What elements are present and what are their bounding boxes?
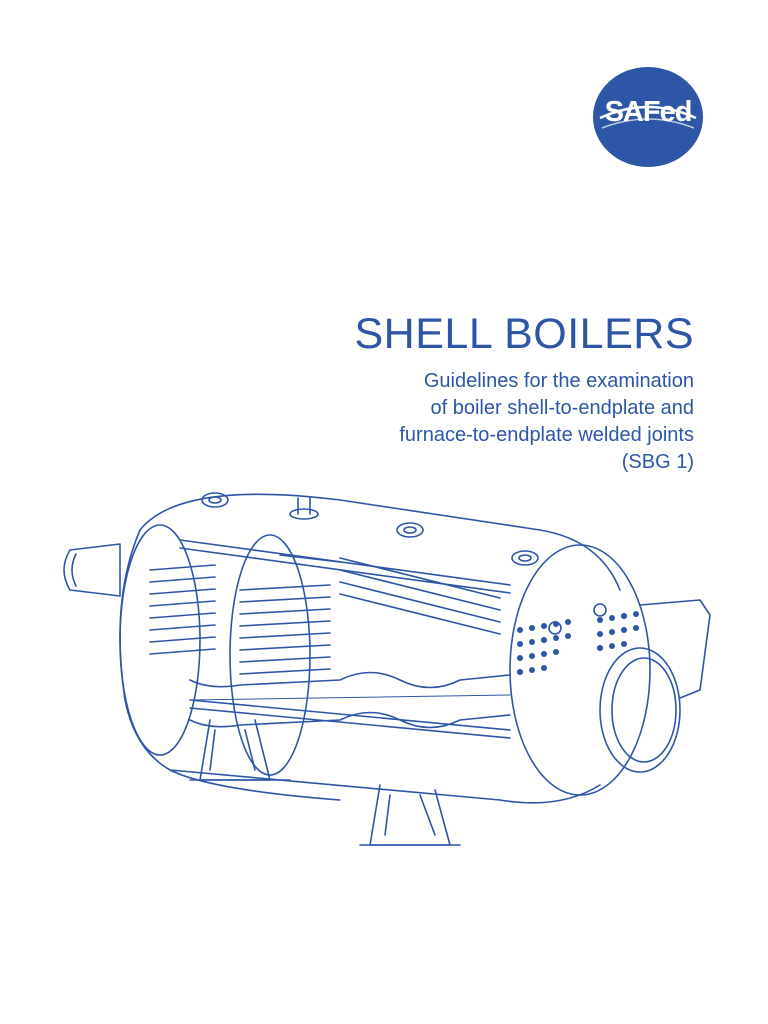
top-nozzles — [201, 492, 539, 566]
rear-endplate — [119, 524, 201, 756]
subtitle-line: furnace-to-endplate welded joints — [399, 424, 694, 446]
document-subtitle: Guidelines for the examination of boiler… — [274, 368, 694, 476]
document-title: SHELL BOILERS — [354, 310, 694, 358]
furnace-opening — [599, 647, 681, 773]
support-saddles — [189, 719, 461, 846]
subtitle-line: of boiler shell-to-endplate and — [430, 397, 694, 419]
stay-rod — [179, 539, 511, 586]
safed-logo: SAFed — [592, 66, 704, 168]
bolt — [593, 603, 607, 617]
subtitle-line: (SBG 1) — [621, 451, 694, 473]
safed-logo-mark — [593, 67, 703, 167]
shell-top — [139, 493, 541, 531]
safed-logo-text: SAFed — [604, 96, 693, 128]
intermediate-ring — [229, 534, 311, 776]
rear-tubes — [149, 564, 216, 655]
rear-housing — [63, 543, 121, 597]
tube-holes — [517, 611, 639, 675]
front-cover — [639, 599, 711, 699]
mid-tubes — [239, 584, 331, 675]
subtitle-line: Guidelines for the examination — [423, 370, 694, 392]
bolt — [548, 621, 562, 635]
boiler-illustration — [63, 492, 711, 846]
furnace-tube — [189, 671, 511, 689]
